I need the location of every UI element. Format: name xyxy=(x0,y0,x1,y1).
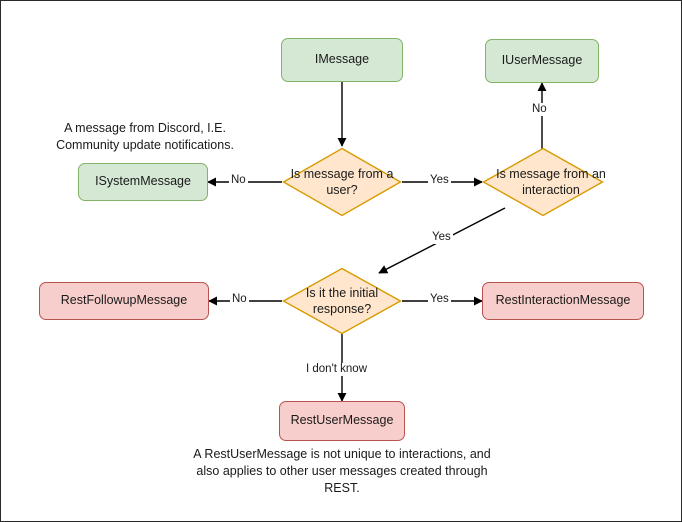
node-imessage-label: IMessage xyxy=(314,52,370,67)
node-question-from-user[interactable]: Is message from a user? xyxy=(282,147,402,217)
node-restusermessage-label: RestUserMessage xyxy=(290,413,394,428)
node-restinteractionmessage[interactable]: RestInteractionMessage xyxy=(482,282,644,320)
edge-label-initial-yes: Yes xyxy=(428,293,451,306)
node-restinteractionmessage-label: RestInteractionMessage xyxy=(495,293,631,308)
edge-label-from-user-yes: Yes xyxy=(428,174,451,187)
node-restfollowupmessage[interactable]: RestFollowupMessage xyxy=(39,282,209,320)
node-question-from-interaction-label: Is message from an interaction xyxy=(496,166,606,197)
edge-label-from-user-no: No xyxy=(229,174,248,187)
note-system-message: A message from Discord, I.E. Community u… xyxy=(56,121,234,152)
node-isystemmessage[interactable]: ISystemMessage xyxy=(78,163,208,201)
node-question-initial-response[interactable]: Is it the initial response? xyxy=(282,267,402,335)
node-question-initial-response-label: Is it the initial response? xyxy=(305,285,379,316)
node-imessage[interactable]: IMessage xyxy=(281,38,403,82)
note-rest-user-message: A RestUserMessage is not unique to inter… xyxy=(193,447,491,495)
node-question-from-user-label: Is message from a user? xyxy=(290,166,394,197)
node-question-from-interaction[interactable]: Is message from an interaction xyxy=(482,147,606,217)
diamond-shape-initial-response xyxy=(282,267,402,335)
edge-label-from-interaction-no: No xyxy=(530,103,549,116)
node-isystemmessage-label: ISystemMessage xyxy=(95,174,191,189)
node-restusermessage[interactable]: RestUserMessage xyxy=(279,401,405,441)
node-iusermessage-label: IUserMessage xyxy=(501,53,583,68)
diamond-shape-from-interaction xyxy=(482,147,604,217)
node-restfollowupmessage-label: RestFollowupMessage xyxy=(60,293,188,308)
diamond-shape-from-user xyxy=(282,147,402,217)
node-iusermessage[interactable]: IUserMessage xyxy=(485,39,599,83)
edge-label-from-interaction-yes: Yes xyxy=(430,231,453,244)
edge-label-initial-unknown: I don't know xyxy=(304,363,370,376)
edge-label-initial-no: No xyxy=(230,293,249,306)
